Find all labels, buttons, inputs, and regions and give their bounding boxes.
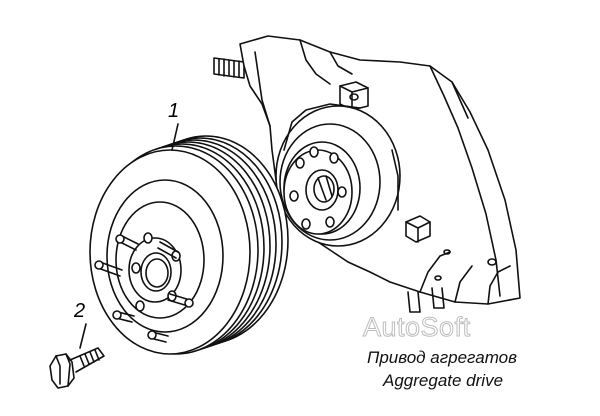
callout-2-leader (79, 323, 87, 349)
housing-lug (339, 81, 369, 111)
housing-flange (283, 146, 353, 235)
housing-stud (213, 57, 245, 79)
watermark: AutoSoft (363, 312, 471, 343)
callout-label-1: 1 (168, 100, 180, 122)
callout-1-leader (171, 123, 179, 151)
bolt (49, 347, 105, 389)
caption-russian: Привод агрегатов (367, 348, 517, 367)
pulley-studs (94, 234, 194, 343)
pulley (89, 135, 289, 355)
drive-housing (213, 35, 521, 313)
callout-label-2: 2 (74, 300, 86, 322)
caption-english: Aggregate drive (383, 371, 504, 390)
